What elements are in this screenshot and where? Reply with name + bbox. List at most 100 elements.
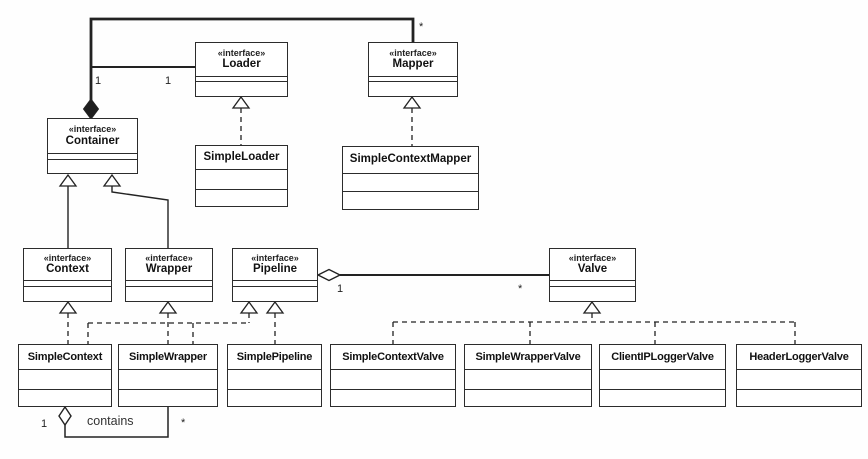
attributes-compartment (737, 369, 861, 389)
attributes-compartment (19, 369, 111, 389)
aggregation-simplecontext-contains-simplewrapper-connector (58, 405, 169, 438)
hollow-triangle-icon (58, 300, 78, 314)
stereotype-label: «interface» (217, 47, 266, 58)
stereotype-label: «interface» (43, 252, 92, 263)
open-diamond-icon (316, 268, 342, 282)
attributes-compartment (343, 173, 478, 191)
class-simplepipeline-box: SimplePipeline (227, 344, 322, 407)
name-compartment: SimplePipeline (228, 345, 321, 369)
interface-valve-box: «interface» Valve (549, 248, 636, 302)
multiplicity-contains-wrapper-end: * (181, 417, 186, 429)
hollow-triangle-icon (265, 300, 285, 314)
attributes-compartment (48, 153, 137, 159)
name-compartment: «interface» Wrapper (126, 249, 212, 280)
class-name: ClientIPLoggerValve (611, 350, 714, 363)
name-compartment: «interface» Mapper (369, 43, 457, 76)
hollow-triangle-icon (102, 173, 122, 187)
class-name: Mapper (392, 58, 434, 71)
operations-compartment (550, 286, 635, 301)
realization-simplepipeline-pipeline-connector (265, 300, 285, 344)
class-simplewrapper-box: SimpleWrapper (118, 344, 218, 407)
name-compartment: SimpleWrapperValve (465, 345, 591, 369)
class-name: SimpleContextMapper (349, 153, 472, 166)
name-compartment: SimpleContextValve (331, 345, 455, 369)
class-name: Loader (222, 58, 261, 71)
name-compartment: HeaderLoggerValve (737, 345, 861, 369)
interface-container-box: «interface» Container (47, 118, 138, 174)
hollow-triangle-icon (239, 300, 259, 314)
attributes-compartment (228, 369, 321, 389)
operations-compartment (343, 191, 478, 209)
operations-compartment (233, 286, 317, 301)
class-name: SimplePipeline (236, 350, 313, 363)
operations-compartment (600, 389, 725, 406)
name-compartment: «interface» Valve (550, 249, 635, 280)
interface-context-box: «interface» Context (23, 248, 112, 302)
name-compartment: SimpleLoader (196, 146, 287, 169)
interface-loader-box: «interface» Loader (195, 42, 288, 97)
operations-compartment (737, 389, 861, 406)
multiplicity-pipeline-valve-pipeline-end: 1 (337, 283, 344, 295)
attributes-compartment (331, 369, 455, 389)
operations-compartment (126, 286, 212, 301)
hollow-triangle-icon (158, 300, 178, 314)
class-simplecontextvalve-box: SimpleContextValve (330, 344, 456, 407)
realization-simpleloader-loader-connector (231, 95, 251, 145)
stereotype-label: «interface» (145, 252, 193, 263)
attributes-compartment (550, 280, 635, 286)
realization-valves-valve-connector (392, 300, 796, 344)
realization-simplecontext-context-connector (58, 300, 78, 344)
open-diamond-icon (58, 405, 72, 427)
class-headerloggervalve-box: HeaderLoggerValve (736, 344, 862, 407)
realization-simplecontextmapper-mapper-connector (402, 95, 422, 146)
operations-compartment (119, 389, 217, 406)
association-name-contains: contains (87, 414, 134, 428)
class-name: Valve (577, 263, 608, 276)
operations-compartment (24, 286, 111, 301)
hollow-triangle-icon (582, 300, 602, 314)
attributes-compartment (233, 280, 317, 286)
operations-compartment (465, 389, 591, 406)
class-name: SimpleContextValve (342, 350, 444, 363)
class-clientiploggervalve-box: ClientIPLoggerValve (599, 344, 726, 407)
class-simplecontext-box: SimpleContext (18, 344, 112, 407)
name-compartment: «interface» Context (24, 249, 111, 280)
multiplicity-pipeline-valve-valve-end: * (518, 283, 523, 295)
class-name: Wrapper (145, 263, 193, 276)
attributes-compartment (196, 76, 287, 81)
operations-compartment (48, 159, 137, 173)
name-compartment: SimpleWrapper (119, 345, 217, 369)
attributes-compartment (369, 76, 457, 81)
class-name: Container (65, 134, 120, 147)
class-name: SimpleContext (27, 350, 103, 363)
attributes-compartment (126, 280, 212, 286)
hollow-triangle-icon (231, 95, 251, 109)
class-name: Pipeline (252, 263, 298, 276)
name-compartment: ClientIPLoggerValve (600, 345, 725, 369)
operations-compartment (196, 81, 287, 96)
filled-diamond-icon (82, 98, 100, 120)
hollow-triangle-icon (58, 173, 78, 187)
interface-wrapper-box: «interface» Wrapper (125, 248, 213, 302)
class-simplecontextmapper-box: SimpleContextMapper (342, 146, 479, 210)
stereotype-label: «interface» (68, 124, 117, 135)
operations-compartment (196, 189, 287, 206)
multiplicity-container-mapper-container-end: 1 (95, 75, 102, 87)
class-name: HeaderLoggerValve (749, 350, 849, 363)
hollow-triangle-icon (402, 95, 422, 109)
stereotype-label: «interface» (251, 252, 299, 263)
realization-simplewrapper-wrapper-connector (158, 300, 178, 344)
operations-compartment (19, 389, 111, 406)
class-name: SimpleWrapperValve (475, 350, 581, 363)
name-compartment: «interface» Pipeline (233, 249, 317, 280)
realization-simplecontext-simplewrapper-pipeline-connector (87, 300, 259, 344)
attributes-compartment (600, 369, 725, 389)
attributes-compartment (465, 369, 591, 389)
name-compartment: SimpleContext (19, 345, 111, 369)
operations-compartment (228, 389, 321, 406)
stereotype-label: «interface» (568, 252, 617, 263)
aggregation-pipeline-valve-connector (316, 268, 549, 282)
class-name: SimpleLoader (203, 150, 280, 163)
name-compartment: «interface» Loader (196, 43, 287, 76)
